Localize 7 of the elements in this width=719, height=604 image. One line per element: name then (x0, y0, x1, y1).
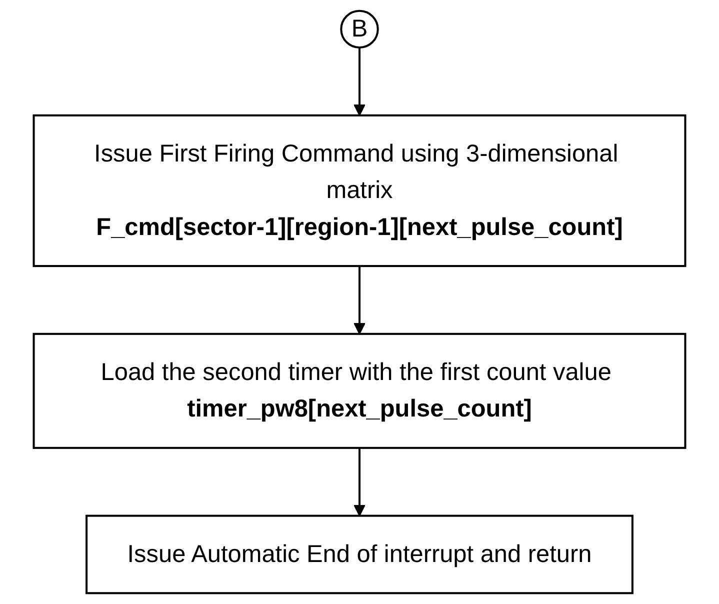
arrow (354, 48, 366, 116)
arrow (354, 448, 366, 516)
node-box: Issue First Firing Command using 3-dimensional matrix F_cmd[sector-1][region-1][next_pulse_count] (32, 114, 686, 268)
node-circle: B (340, 10, 379, 49)
node-box: Issue Automatic End of interrupt and return (86, 514, 634, 594)
node-box: Load the second timer with the first count value timer_pw8[next_pulse_count] (32, 332, 686, 449)
arrow (354, 266, 366, 334)
